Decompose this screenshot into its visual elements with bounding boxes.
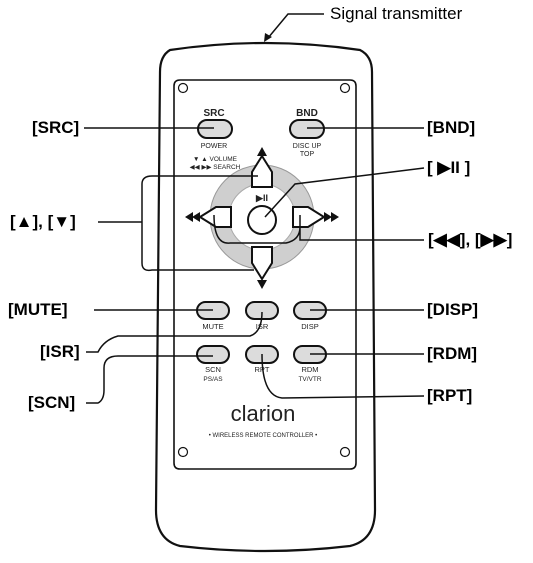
bnd-button-sublabel-1: DISC UP — [293, 143, 322, 150]
screw-hole-bottom-left — [177, 446, 189, 458]
volume-up-button[interactable] — [251, 154, 273, 188]
search-prev-button[interactable] — [198, 206, 232, 228]
volume-legend: ▼ ▲ VOLUME — [193, 156, 238, 163]
bnd-button-label: BND — [296, 108, 318, 119]
screw-hole-top-right — [339, 82, 351, 94]
src-button-sublabel: POWER — [201, 143, 227, 150]
screw-hole-bottom-right — [339, 446, 351, 458]
scn-button-sublabel: PS/AS — [203, 376, 223, 383]
volume-down-button[interactable] — [251, 246, 273, 281]
rpt-leader — [261, 353, 425, 399]
rpt-callout: [RPT] — [427, 386, 473, 405]
bnd-button-sublabel-2: TOP — [300, 151, 315, 158]
signal-transmitter-leader — [267, 13, 324, 39]
play-pause-callout: [ ▶II ] — [427, 158, 471, 177]
signal-transmitter-label: Signal transmitter — [330, 4, 463, 23]
fast-forward-icon — [324, 212, 339, 222]
bnd-callout: [BND] — [427, 118, 476, 137]
disp-callout: [DISP] — [427, 300, 478, 319]
play-pause-symbol: ▶II — [255, 193, 268, 203]
isr-callout: [ISR] — [40, 342, 80, 361]
bnd-button[interactable] — [289, 119, 325, 139]
src-button[interactable] — [197, 119, 233, 139]
rdm-button-sublabel: TV/VTR — [298, 376, 321, 383]
down-arrow-icon — [257, 280, 267, 289]
scn-leader — [86, 355, 213, 404]
remote-model-text: • WIRELESS REMOTE CONTROLLER • — [209, 433, 318, 439]
remote-face-panel — [173, 79, 357, 470]
scn-button-label: SCN — [205, 365, 221, 374]
play-pause-leader — [264, 167, 425, 218]
screw-hole-top-left — [177, 82, 189, 94]
up-down-callout: [▲], [▼] — [10, 212, 76, 231]
src-callout: [SRC] — [32, 118, 80, 137]
rewind-icon — [185, 212, 200, 222]
signal-transmitter-arrowhead — [264, 33, 272, 42]
scn-callout: [SCN] — [28, 393, 76, 412]
disp-button-label: DISP — [301, 322, 319, 331]
scn-button[interactable] — [196, 345, 230, 364]
prev-next-bracket — [213, 214, 424, 244]
rdm-callout: [RDM] — [427, 344, 478, 363]
isr-button-label: ISR — [256, 322, 269, 331]
rdm-button-label: RDM — [301, 365, 318, 374]
brand-logo: clarion — [231, 401, 296, 426]
remote-body — [154, 41, 377, 553]
search-legend: ◀◀ ▶▶ SEARCH — [190, 164, 241, 171]
isr-leader — [86, 311, 263, 353]
prev-next-callout: [◀◀], [▶▶] — [428, 230, 513, 249]
mute-callout: [MUTE] — [8, 300, 68, 319]
up-down-bracket — [98, 175, 258, 272]
leader-lines — [84, 127, 425, 404]
up-arrow-icon — [257, 147, 267, 156]
mute-button-label: MUTE — [202, 322, 223, 331]
src-button-label: SRC — [203, 108, 224, 119]
